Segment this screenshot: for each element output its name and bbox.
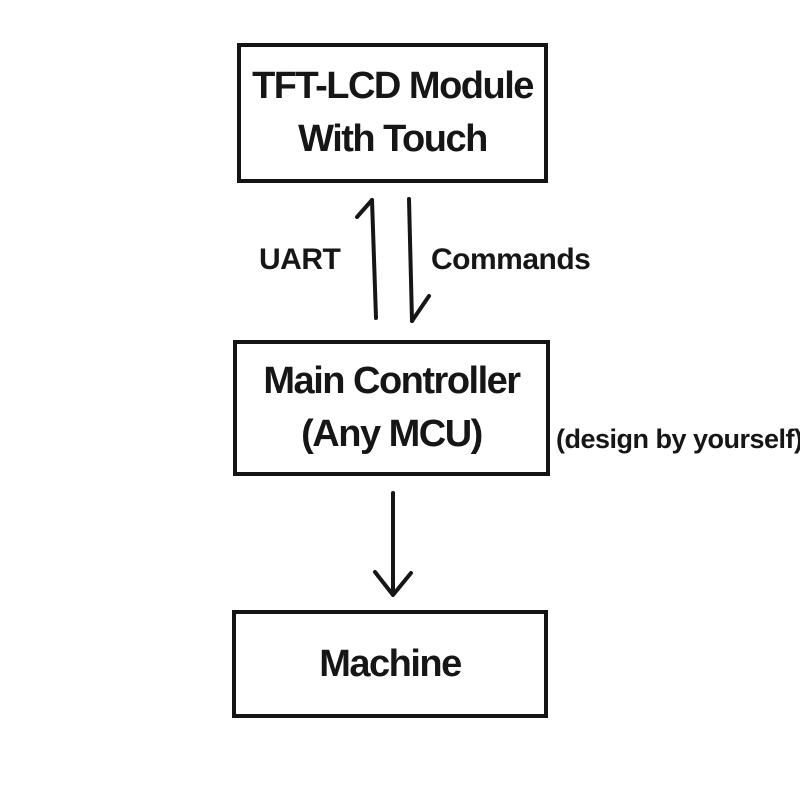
edge-label-uart: UART xyxy=(259,243,341,276)
node-tft-lcd-label-line2: With Touch xyxy=(298,118,488,160)
node-tft-lcd-label-line1: TFT-LCD Module xyxy=(252,65,534,107)
node-main-controller-label-line1: Main Controller xyxy=(263,360,521,402)
mcu-to-machine-down-arrow-icon xyxy=(373,491,413,597)
node-machine: Machine xyxy=(232,610,548,718)
edge-label-commands: Commands xyxy=(431,243,591,276)
node-main-controller: Main Controller (Any MCU) xyxy=(233,340,550,476)
node-tft-lcd-module: TFT-LCD Module With Touch xyxy=(237,43,548,183)
annotation-design-by-yourself: (design by yourself) xyxy=(556,424,800,454)
commands-down-arrow-icon xyxy=(407,197,431,323)
node-machine-label: Machine xyxy=(319,642,462,685)
node-main-controller-label-line2: (Any MCU) xyxy=(301,413,483,455)
uart-up-arrow-icon xyxy=(355,198,378,320)
